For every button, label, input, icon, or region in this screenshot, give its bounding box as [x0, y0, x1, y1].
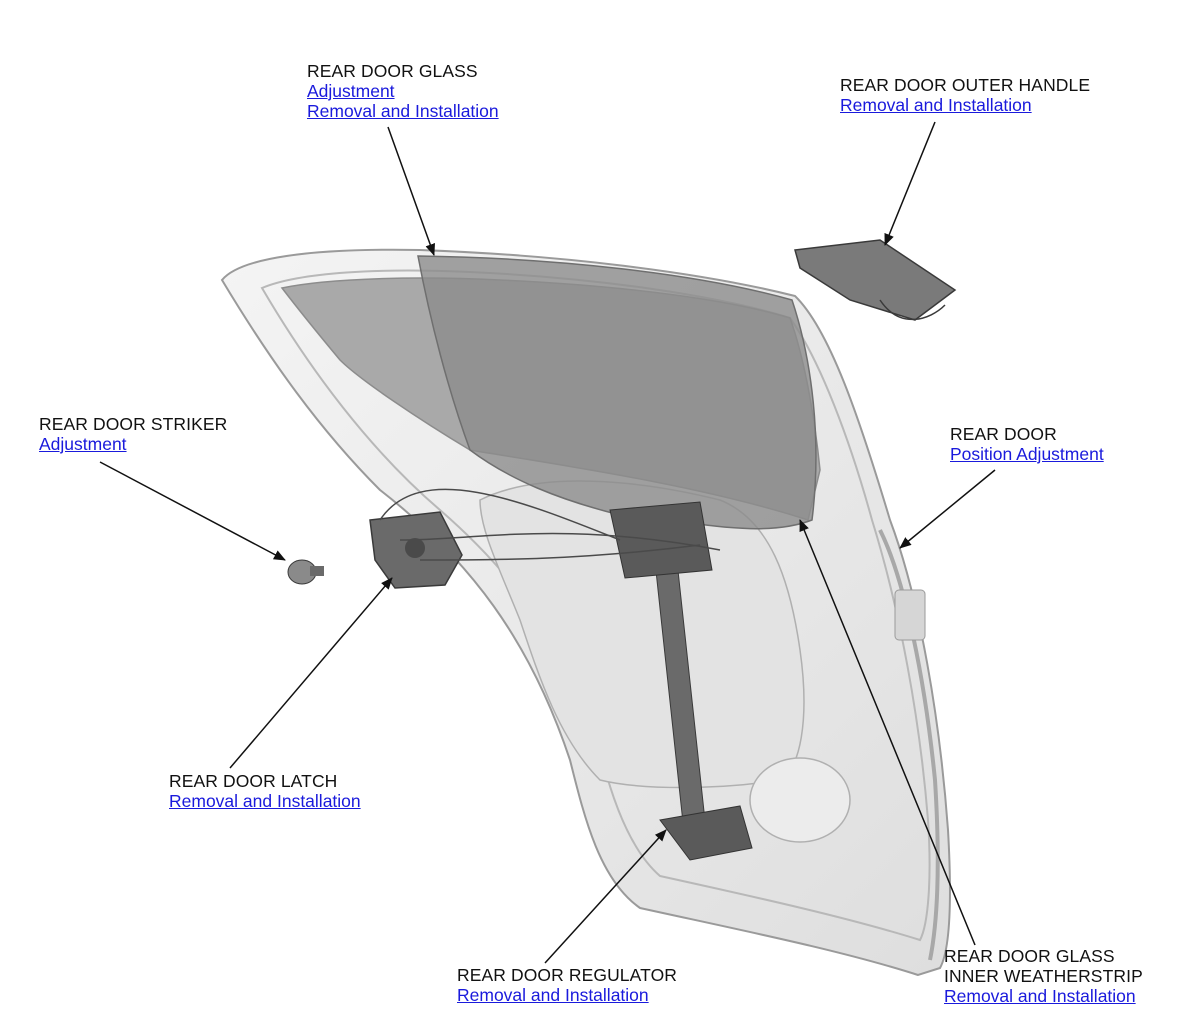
arrow-latch — [229, 577, 393, 769]
arrow-regulator — [544, 829, 667, 964]
latch-removal-installation-link[interactable]: Removal and Installation — [169, 791, 361, 811]
arrow-weatherstrip — [799, 519, 976, 946]
callout-rear-door-outer-handle: REAR DOOR OUTER HANDLE Removal and Insta… — [840, 75, 1090, 115]
weatherstrip-removal-installation-link[interactable]: Removal and Installation — [944, 986, 1136, 1006]
callout-title-line2: INNER WEATHERSTRIP — [944, 966, 1143, 986]
callout-title: REAR DOOR REGULATOR — [457, 965, 678, 985]
callout-rear-door-striker: REAR DOOR STRIKER Adjustment — [39, 414, 227, 454]
callout-title: REAR DOOR — [950, 424, 1057, 444]
arrow-striker — [99, 461, 286, 561]
outer-handle-removal-installation-link[interactable]: Removal and Installation — [840, 95, 1032, 115]
callout-rear-door: REAR DOOR Position Adjustment — [950, 424, 1104, 464]
arrow-glass — [387, 126, 435, 256]
arrow-door — [899, 469, 996, 549]
callout-title: REAR DOOR OUTER HANDLE — [840, 75, 1091, 95]
callout-rear-door-regulator: REAR DOOR REGULATOR Removal and Installa… — [457, 965, 677, 1005]
door-position-adjustment-link[interactable]: Position Adjustment — [950, 444, 1104, 464]
glass-adjustment-link[interactable]: Adjustment — [307, 81, 395, 101]
rear-door-latch-part — [369, 511, 463, 589]
door-hinge-area — [894, 589, 926, 641]
rear-door-striker-part — [287, 559, 324, 585]
callout-title: REAR DOOR LATCH — [169, 771, 338, 791]
callout-title: REAR DOOR STRIKER — [39, 414, 228, 434]
arrow-outer-handle — [884, 121, 936, 246]
callout-rear-door-glass-inner-weatherstrip: REAR DOOR GLASS INNER WEATHERSTRIP Remov… — [944, 946, 1143, 1006]
striker-adjustment-link[interactable]: Adjustment — [39, 434, 127, 454]
callout-rear-door-latch: REAR DOOR LATCH Removal and Installation — [169, 771, 361, 811]
rear-door-cables — [379, 488, 721, 561]
speaker-recess — [749, 757, 851, 843]
leader-arrows — [99, 121, 996, 964]
rear-door-glass-pane — [417, 255, 817, 530]
callout-title: REAR DOOR GLASS — [307, 61, 478, 81]
callout-rear-door-glass: REAR DOOR GLASS Adjustment Removal and I… — [307, 61, 499, 121]
rear-door-outer-handle-part — [794, 239, 957, 321]
callout-title-line1: REAR DOOR GLASS — [944, 946, 1115, 966]
door-rear-edge — [878, 529, 940, 961]
glass-removal-installation-link[interactable]: Removal and Installation — [307, 101, 499, 121]
regulator-removal-installation-link[interactable]: Removal and Installation — [457, 985, 649, 1005]
